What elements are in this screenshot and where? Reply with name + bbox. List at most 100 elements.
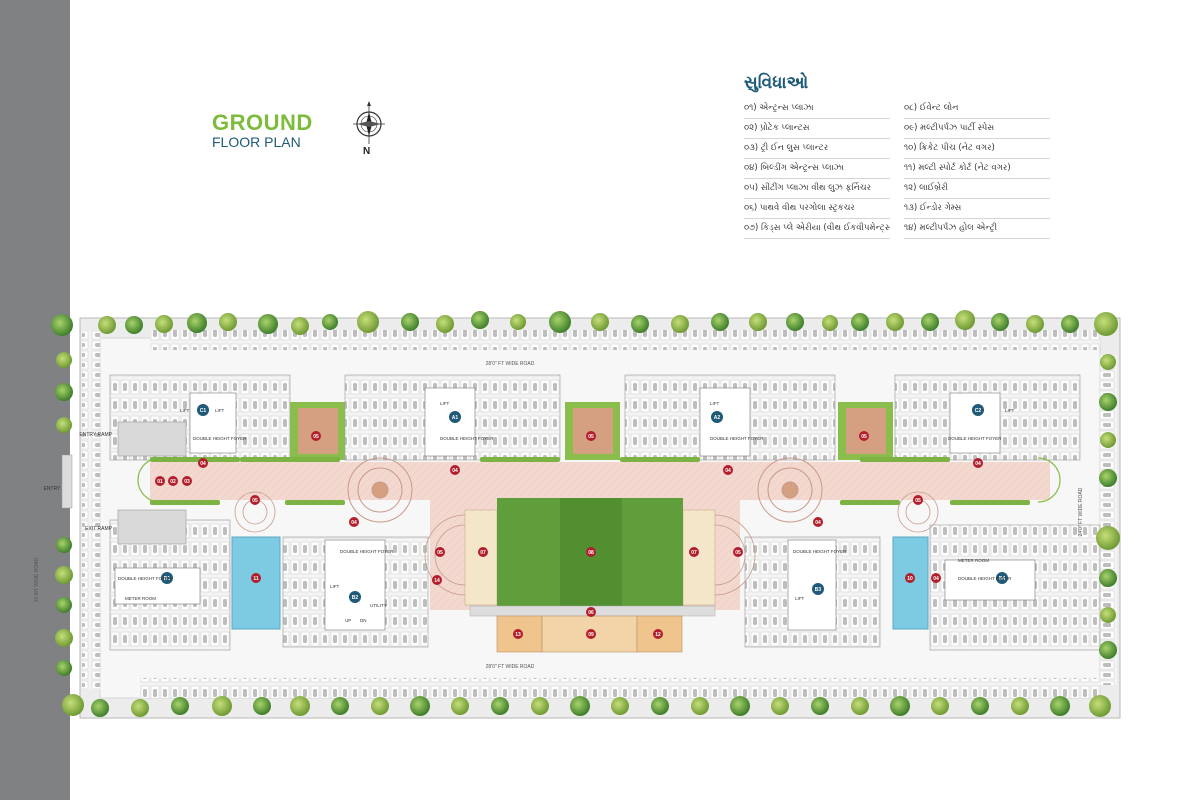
marker-08: 08	[586, 547, 596, 557]
tower-b2-core	[324, 539, 386, 631]
kids-play-left	[464, 509, 498, 606]
plaza-circle-right	[757, 457, 823, 523]
marker-05: 05	[913, 495, 923, 505]
compass-north-label: N	[363, 146, 371, 157]
marker-05: 05	[586, 431, 596, 441]
svg-text:06: 06	[588, 610, 594, 616]
tower-b1-core	[114, 567, 201, 605]
entry-ramp-label: ENTRY RAMP	[79, 432, 112, 438]
tower-b4-core	[944, 559, 1036, 601]
room-label-lift: LIFT	[710, 401, 720, 406]
block-b4-badge: B4	[996, 572, 1008, 584]
entry-arrow-icon	[61, 454, 73, 509]
marker-06: 06	[586, 607, 596, 617]
road-label-right: 24'0" FT WIDE ROAD	[1078, 487, 1084, 536]
plan-title: GROUND FLOOR PLAN	[212, 112, 313, 150]
block-c1-badge: C1	[197, 404, 209, 416]
svg-text:B2: B2	[352, 595, 359, 601]
legend-column-1: ૦૧) એન્ટ્રન્સ પ્લાઝા ૦૨) પ્રોટેક પ્લાન્ટ…	[744, 99, 890, 239]
svg-text:05: 05	[313, 434, 319, 440]
marker-05: 05	[435, 547, 445, 557]
svg-text:12: 12	[655, 632, 661, 638]
amenity-markers: 01 02 03 04 04 04 04 04 04 04 05 05 05 0…	[155, 431, 983, 639]
garden-mid-inner	[573, 408, 613, 454]
marker-09: 09	[586, 629, 596, 639]
svg-text:04: 04	[351, 520, 357, 526]
marker-05: 05	[859, 431, 869, 441]
room-label-double-height-foyer: DOUBLE HEIGHT FOYER	[440, 436, 494, 441]
svg-text:C2: C2	[975, 408, 982, 414]
svg-text:04: 04	[933, 576, 939, 582]
legend-item: ૧૪) મલ્ટીપર્પઝ હોલ એન્ટ્રી	[904, 219, 1050, 239]
marker-03: 03	[182, 476, 192, 486]
marker-04: 04	[813, 517, 823, 527]
room-label-dn: DN	[360, 618, 367, 623]
room-label-up: UP	[345, 618, 351, 623]
svg-text:04: 04	[452, 468, 458, 474]
legend-item: ૧૧) મલ્ટી સ્પોર્ટ કોર્ટ (નેટ વગર)	[904, 159, 1050, 179]
marker-05: 05	[733, 547, 743, 557]
entry-ramp	[117, 421, 187, 457]
svg-text:05: 05	[252, 498, 258, 504]
marker-07: 07	[478, 547, 488, 557]
room-label-lift: LIFT	[440, 401, 450, 406]
tower-a2-core	[699, 387, 751, 457]
marker-13: 13	[513, 629, 523, 639]
legend-item: ૦૯) મલ્ટીપર્પઝ પાર્ટી સ્પેસ	[904, 119, 1050, 139]
svg-text:01: 01	[157, 479, 163, 485]
garden-left-inner	[298, 408, 338, 454]
road-label-left: 30 MT WIDE ROAD	[34, 557, 40, 602]
marker-11: 11	[251, 573, 261, 583]
room-label-meter-room: METER ROOM	[958, 558, 989, 563]
svg-text:09: 09	[588, 632, 594, 638]
plan-title-line2: FLOOR PLAN	[212, 134, 301, 150]
marker-05: 05	[250, 495, 260, 505]
svg-text:A1: A1	[452, 415, 459, 421]
legend-item: ૦૧) એન્ટ્રન્સ પ્લાઝા	[744, 99, 890, 119]
road-label-bottom: 28'0" FT WIDE ROAD	[486, 664, 535, 670]
room-label-lift: LIFT	[180, 408, 190, 413]
marker-04: 04	[198, 458, 208, 468]
svg-text:08: 08	[588, 550, 594, 556]
svg-text:05: 05	[861, 434, 867, 440]
marker-05: 05	[311, 431, 321, 441]
svg-text:B3: B3	[815, 587, 822, 593]
legend-item: ૦૪) બિલ્ડીંગ એન્ટ્રન્સ પ્લાઝા	[744, 159, 890, 179]
marker-04: 04	[723, 465, 733, 475]
svg-text:13: 13	[515, 632, 521, 638]
arc-right	[714, 514, 756, 596]
svg-text:03: 03	[184, 479, 190, 485]
exit-ramp	[117, 509, 187, 545]
legend-item: ૦૫) સીટીંગ પ્લાઝા વીથ લુઝ ફર્નિચર	[744, 179, 890, 199]
room-label-lift: LIFT	[1005, 408, 1015, 413]
svg-text:04: 04	[975, 461, 981, 467]
legend-column-2: ૦૮) ઈવેન્ટ લોન ૦૯) મલ્ટીપર્પઝ પાર્ટી સ્પ…	[904, 99, 1050, 239]
room-label-meter-room: METER ROOM	[125, 596, 156, 601]
block-c2-badge: C2	[972, 404, 984, 416]
marker-07: 07	[689, 547, 699, 557]
legend-item: ૧૨) લાઈબ્રેરી	[904, 179, 1050, 199]
legend-item: ૦૬) પાથવે વીથ પરગોલા સ્ટ્રકચર	[744, 199, 890, 219]
tower-c1-core	[189, 392, 237, 454]
marker-01: 01	[155, 476, 165, 486]
svg-text:02: 02	[170, 479, 176, 485]
room-label-utility: UTILITY	[370, 603, 387, 608]
plaza-circle-left	[347, 457, 413, 523]
block-b2-badge: B2	[349, 591, 361, 603]
block-b3-badge: B3	[812, 583, 824, 595]
tree-column-left	[51, 314, 73, 676]
svg-text:B1: B1	[164, 576, 171, 582]
svg-text:07: 07	[691, 550, 697, 556]
svg-text:04: 04	[815, 520, 821, 526]
garden-right-inner	[846, 408, 886, 454]
road-label-top: 28'0" FT WIDE ROAD	[486, 361, 535, 367]
legend-item: ૦૭) કિડ્સ પ્લે એરીયા (વીથ ઈકવીપમેન્ટ્સ)	[744, 219, 890, 239]
room-label-double-height-foyer: DOUBLE HEIGHT FOYER	[193, 436, 247, 441]
tree-row-top	[98, 310, 1118, 336]
marker-02: 02	[168, 476, 178, 486]
room-label-lift: LIFT	[795, 596, 805, 601]
room-label-lift: LIFT	[330, 584, 340, 589]
svg-text:04: 04	[725, 468, 731, 474]
parking-strip-top	[150, 330, 1100, 350]
shrub-rows	[150, 457, 1030, 505]
